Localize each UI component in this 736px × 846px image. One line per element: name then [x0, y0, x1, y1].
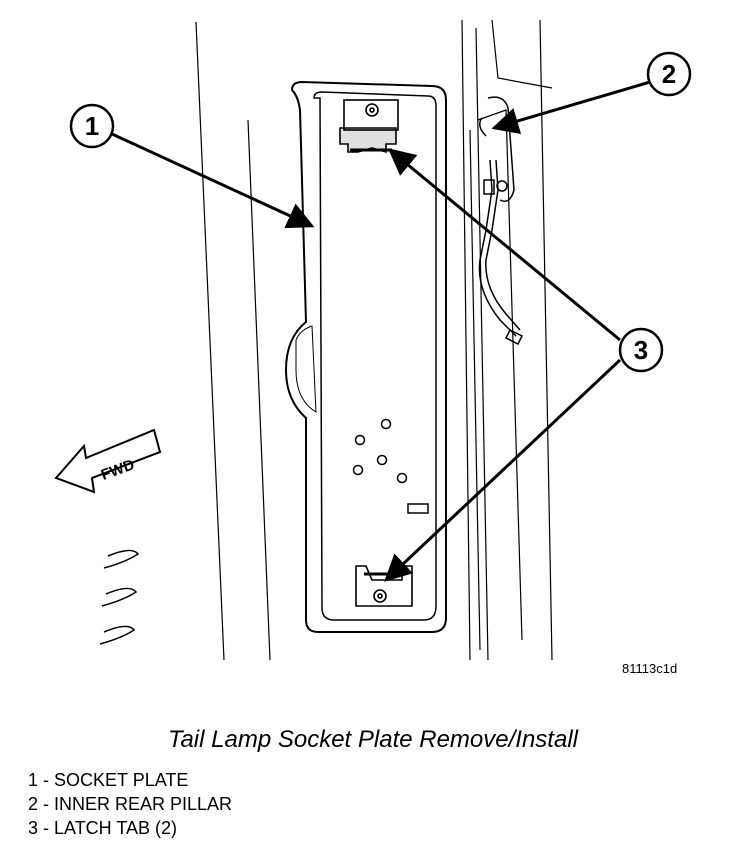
- legend-item-socket-plate: 1 - SOCKET PLATE: [28, 770, 189, 790]
- fwd-arrow: FWD: [54, 428, 162, 494]
- callout-2: 2: [646, 51, 692, 97]
- arrow-3-lower: [384, 358, 622, 582]
- inner-rear-pillar: [478, 96, 524, 346]
- arrow-2: [491, 80, 651, 135]
- arrow-1: [111, 132, 315, 229]
- svg-text:1: 1: [85, 111, 99, 141]
- figure-caption: Tail Lamp Socket Plate Remove/Install: [168, 726, 578, 753]
- plate-holes: [352, 418, 429, 514]
- lower-latch-tab: [355, 565, 413, 607]
- svg-text:3: 3: [634, 335, 648, 365]
- legend-item-inner-rear-pillar: 2 - INNER REAR PILLAR: [28, 794, 233, 814]
- legend: 1 - SOCKET PLATE 2 - INNER REAR PILLAR 3…: [28, 768, 232, 840]
- body-louvres: [99, 549, 140, 645]
- arrow-3-upper: [387, 148, 621, 342]
- callout-3: 3: [618, 327, 664, 373]
- figure-id: 81113c1d: [622, 661, 678, 676]
- upper-latch-tab: [339, 99, 399, 154]
- socket-plate-illustration: FWD 1 2 3: [54, 19, 692, 661]
- svg-text:2: 2: [662, 59, 676, 89]
- legend-item-latch-tab: 3 - LATCH TAB (2): [28, 818, 178, 838]
- leader-arrows: [111, 80, 651, 582]
- callout-1: 1: [69, 103, 115, 149]
- socket-plate: [284, 80, 447, 633]
